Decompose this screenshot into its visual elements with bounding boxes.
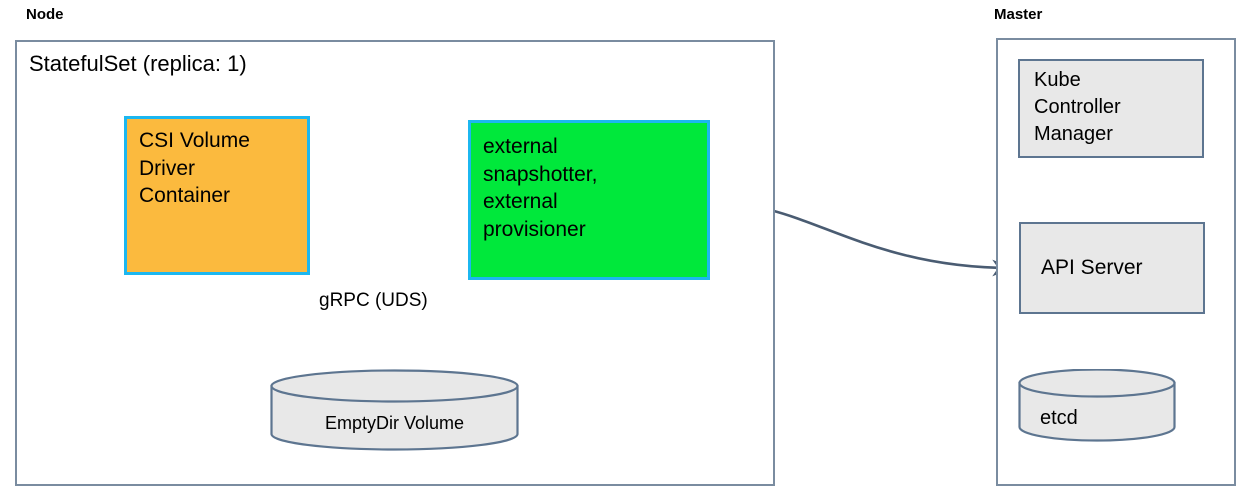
group-title-node: Node (26, 6, 64, 23)
emptydir-volume-label: EmptyDir Volume (324, 413, 465, 433)
group-title-master: Master (994, 6, 1043, 23)
etcd-cylinder[interactable]: etcd (1018, 369, 1176, 443)
kube-controller-manager-box[interactable]: Kube Controller Manager (1018, 59, 1204, 158)
external-snapshotter-provisioner[interactable]: external snapshotter, external provision… (468, 120, 710, 280)
csi-volume-driver-container[interactable]: CSI Volume Driver Container (124, 116, 310, 275)
statefulset-caption: StatefulSet (replica: 1) (29, 51, 247, 76)
edge-label-grpc-uds: gRPC (UDS) (319, 290, 428, 311)
api-server-box[interactable]: API Server (1019, 222, 1205, 314)
etcd-label: etcd (1040, 407, 1078, 429)
emptydir-volume-cylinder[interactable]: EmptyDir Volume (270, 369, 519, 451)
